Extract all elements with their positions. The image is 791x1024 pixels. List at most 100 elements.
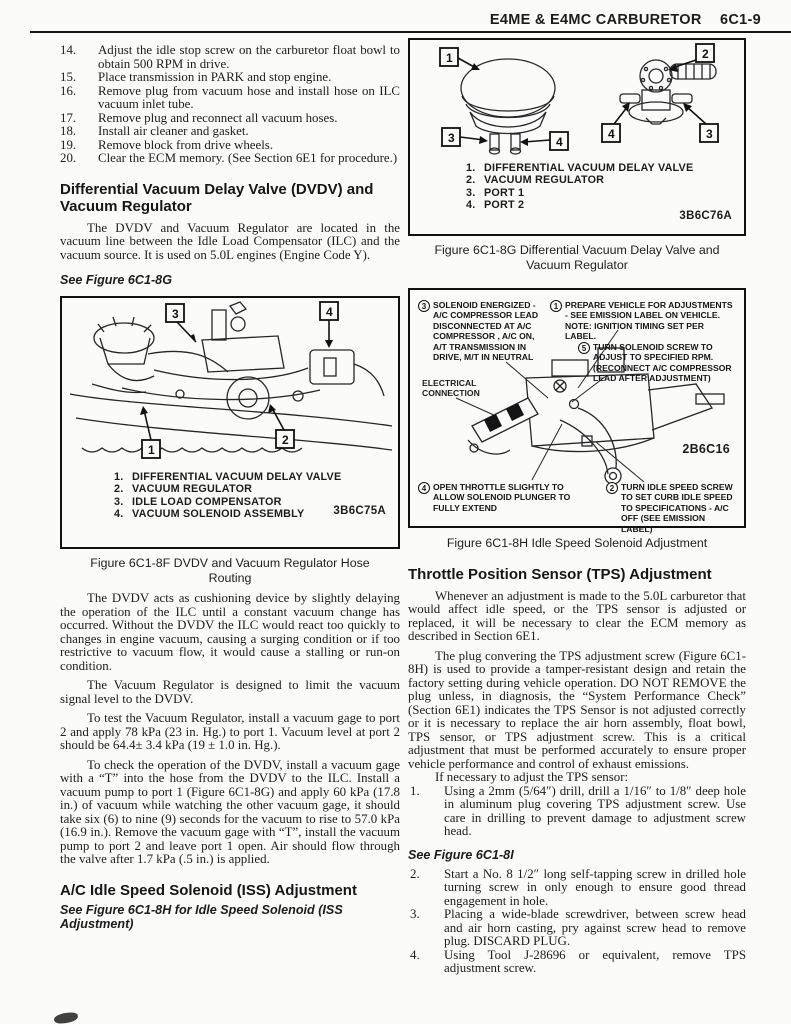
header-rule [30, 31, 791, 33]
list-item: 15. Place transmission in PARK and stop e… [60, 70, 400, 85]
legend-num: 4. [114, 508, 124, 521]
list-item: 2. Start a No. 8 1/2″ long self-tapping s… [408, 866, 746, 909]
step-text: Remove plug and reconnect all vacuum hos… [98, 110, 338, 125]
legend-num: 4. [466, 199, 476, 212]
callout-2: 2 [702, 47, 709, 61]
legend-num: 1. [114, 470, 124, 483]
legend-text: IDLE LOAD COMPENSATOR [132, 495, 282, 508]
idle-speed-solenoid-drawing [455, 329, 725, 485]
figure-legend: 1.DIFFERENTIAL VACUUM DELAY VALVE 2. VACU… [114, 471, 384, 521]
callout-text: OPEN THROTTLE SLIGHTLY TO ALLOW SOLENOID… [433, 482, 571, 513]
section-heading-dvdv: Differential Vacuum Delay Valve (DVDV) a… [60, 180, 374, 216]
legend-num: 1. [466, 161, 476, 174]
callout-1-note: 1 PREPARE VEHICLE FOR ADJUSTMENTS - SEE … [550, 300, 736, 342]
callout-text: TURN IDLE SPEED SCREW TO SET CURB IDLE S… [621, 482, 733, 534]
step-number: 1. [410, 783, 420, 798]
paragraph: To check the operation of the DVDV, inst… [60, 757, 400, 866]
figure-6c1-8f: 3 4 1 2 1.DIFFEREN [60, 296, 400, 549]
step-number: 2. [410, 866, 420, 881]
paragraph: The DVDV acts as cushioning device by sl… [60, 591, 400, 673]
step-number: 19. [60, 137, 77, 152]
callout-1: 1 [446, 51, 453, 65]
left-column: 14.Adjust the idle stop screw on the car… [60, 43, 400, 931]
figure-caption: Figure 6C1-8G Differential Vacuum Delay … [434, 243, 720, 272]
figure-caption: Figure 6C1-8F DVDV and Vacuum Regulator … [90, 556, 370, 585]
step-number: 16. [60, 83, 77, 98]
right-column: 1 2 3 4 4 [408, 38, 746, 976]
page-number: 6C1-9 [720, 12, 761, 28]
callout-number: 4 [418, 482, 430, 494]
see-figure-ref: See Figure 6C1-8G [60, 273, 172, 287]
dvdv-regulator-drawing: 1 2 3 4 4 [439, 43, 719, 155]
list-item: 1.Using a 2mm (5/64″) drill, drill a 1/1… [408, 783, 746, 839]
paragraph: The Vacuum Regulator is designed to limi… [60, 678, 400, 706]
legend-text: VACUUM REGULATOR [484, 174, 605, 187]
paragraph: The plug convering the TPS adjustment sc… [408, 648, 746, 771]
callout-2-note: 2 TURN IDLE SPEED SCREW TO SET CURB IDLE… [606, 482, 738, 534]
legend-item: 2. VACUUM REGULATOR [466, 174, 736, 187]
step-number: 4. [410, 947, 420, 962]
page-header: E4ME & E4MC CARBURETOR 6C1-9 [0, 12, 761, 28]
callout-text: SOLENOID ENERGIZED - A/C COMPRESSOR LEAD… [433, 300, 539, 363]
see-figure-ref: See Figure 6C1-8H for Idle Speed Solenoi… [60, 903, 343, 931]
callout-text: TURN SOLENOID SCREW TO ADJUST TO SPECIFI… [593, 342, 732, 384]
legend-item: 3. IDLE LOAD COMPENSATOR [114, 496, 384, 509]
engine-hose-routing-drawing: 3 4 1 2 [69, 301, 393, 459]
figure-6c1-8h: 3 SOLENOID ENERGIZED - A/C COMPRESSOR LE… [408, 288, 746, 534]
scan-smudge [53, 1011, 79, 1024]
step-number: 15. [60, 70, 77, 84]
paragraph: If necessary to adjust the TPS sensor: [435, 770, 629, 784]
callout-number: 2 [606, 482, 618, 494]
legend-item: 2. VACUUM REGULATOR [114, 483, 384, 496]
list-item: 19. Remove block from drive wheels. [60, 137, 400, 153]
step-text: Install air cleaner and gasket. [98, 124, 249, 138]
header-title: E4ME & E4MC CARBURETOR [489, 12, 702, 28]
callout-4: 4 [326, 305, 333, 319]
step-text: Place transmission in PARK and stop engi… [98, 70, 332, 84]
legend-num: 2. [114, 483, 124, 496]
callout-4b: 4 [608, 127, 615, 141]
list-item: 18. Install air cleaner and gasket. [60, 124, 400, 139]
callout-number: 1 [550, 300, 562, 312]
step-number: 20. [60, 151, 77, 165]
callout-text: PREPARE VEHICLE FOR ADJUSTMENTS - SEE EM… [565, 300, 733, 342]
callout-3-note: 3 SOLENOID ENERGIZED - A/C COMPRESSOR LE… [418, 300, 544, 362]
legend-num: 3. [114, 495, 124, 508]
legend-item: 4.PORT 2 [466, 199, 736, 212]
step-number: 18. [60, 124, 77, 138]
legend-text: DIFFERENTIAL VACUUM DELAY VALVE [484, 161, 694, 174]
figure-code: 3B6C75A [333, 505, 386, 517]
figure-caption: Figure 6C1-8H Idle Speed Solenoid Adjust… [446, 536, 708, 550]
legend-text: VACUUM SOLENOID ASSEMBLY [132, 508, 305, 521]
legend-num: 3. [466, 186, 476, 199]
paragraph: Whenever an adjustment is made to the 5.… [408, 588, 746, 643]
step-number: 14. [60, 43, 77, 57]
figure-6c1-8g: 1 2 3 4 4 [408, 38, 746, 236]
legend-item: 4. VACUUM SOLENOID ASSEMBLY [114, 508, 384, 521]
electrical-connection-label: ELECTRICAL CONNECTION [422, 378, 480, 399]
list-item: 14.Adjust the idle stop screw on the car… [60, 43, 400, 71]
figure-code: 2B6C16 [682, 442, 730, 456]
step-text: Remove block from drive wheels. [98, 137, 274, 152]
legend-num: 2. [466, 174, 476, 187]
callout-4-note: 4 OPEN THROTTLE SLIGHTLY TO ALLOW SOLENO… [418, 482, 596, 513]
list-item: 3.Placing a wide-blade screwdriver, betw… [408, 907, 746, 949]
figure-code: 3B6C76A [679, 210, 732, 222]
callout-number: 3 [418, 300, 430, 312]
callout-5-note: 5 TURN SOLENOID SCREW TO ADJUST TO SPECI… [578, 342, 736, 384]
legend-text: PORT 1 [484, 186, 525, 199]
list-item: 4.Using Tool J-28696 or equivalent, remo… [408, 947, 746, 976]
section-heading-tps: Throttle Position Sensor (TPS) Adjustmen… [408, 566, 712, 583]
step-number: 17. [60, 110, 77, 125]
legend-text: VACUUM REGULATOR [132, 483, 253, 496]
step-text: Clear the ECM memory. (See Section 6E1 f… [98, 151, 398, 165]
see-figure-ref: See Figure 6C1-8I [408, 847, 514, 862]
legend-item: 1.DIFFERENTIAL VACUUM DELAY VALVE [114, 471, 384, 484]
step-text: Start a No. 8 1/2″ long self-tapping scr… [444, 866, 746, 908]
legend-item: 1. DIFFERENTIAL VACUUM DELAY VALVE [466, 162, 736, 175]
callout-4: 4 [556, 135, 563, 149]
callout-3: 3 [172, 307, 179, 321]
section-heading-iss: A/C Idle Speed Solenoid (ISS) Adjustment [60, 881, 357, 899]
paragraph: To test the Vacuum Regulator, install a … [60, 711, 400, 752]
